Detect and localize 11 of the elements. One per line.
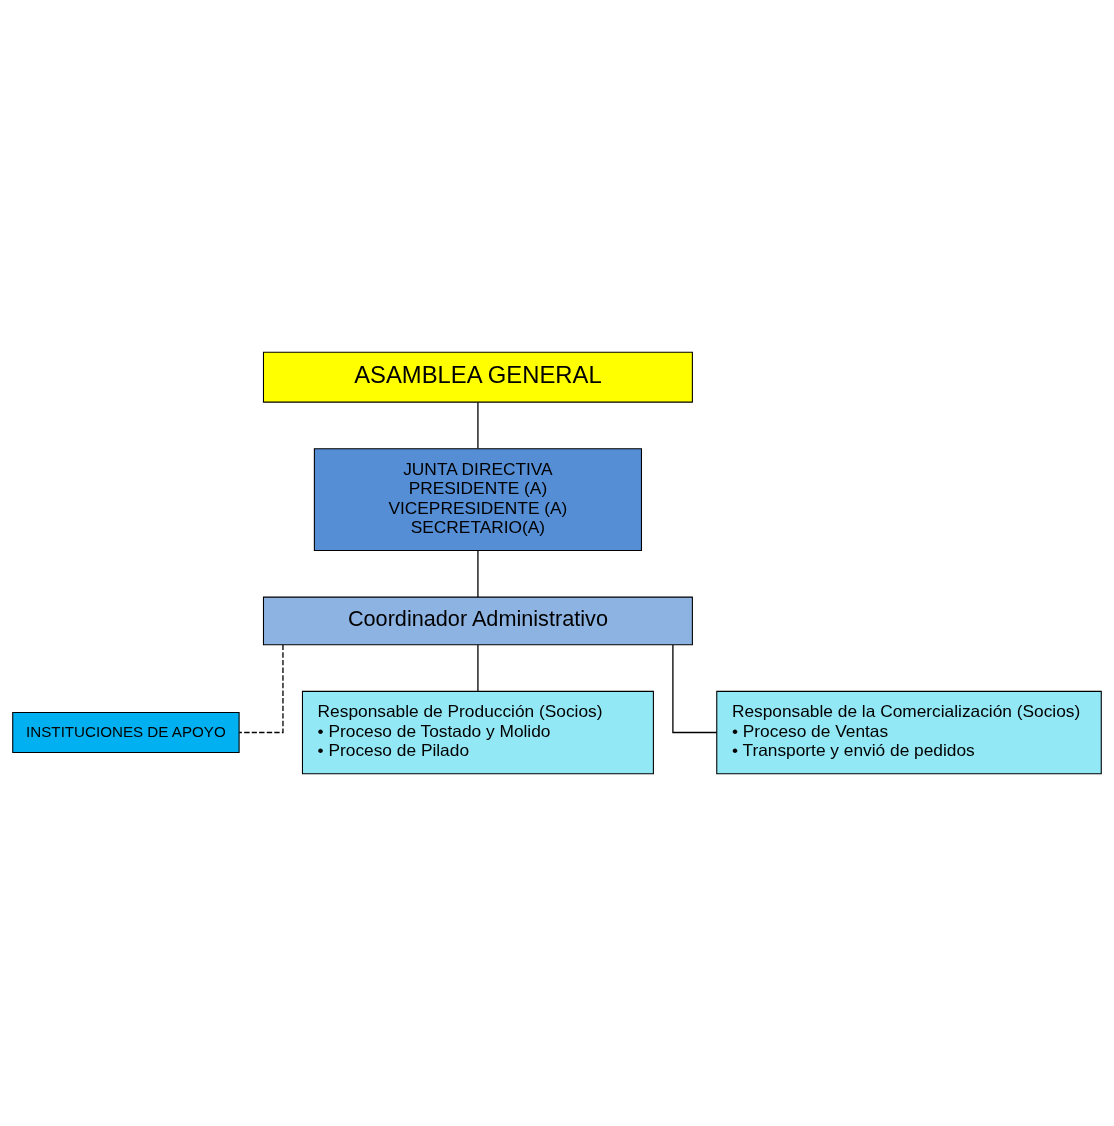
connector (238, 644, 284, 734)
node-box: Responsable de la Comercialización (Socios) • Proceso de Ventas • Transporte y envió de pedidos (716, 690, 1102, 775)
connector (477, 550, 479, 598)
node-box: Coordinador Administrativo (262, 596, 693, 646)
connector (477, 644, 479, 692)
node-box: ASAMBLEA GENERAL (262, 351, 693, 403)
node-box: JUNTA DIRECTIVA PRESIDENTE (A) VICEPRESIDENTE (A) SECRETARIO(A) (313, 448, 642, 552)
connector (477, 401, 479, 449)
node-box: Responsable de Producción (Socios) • Proceso de Tostado y Molido • Proceso de Pilado (301, 690, 654, 775)
connector (672, 644, 718, 734)
node-box: INSTITUCIONES DE APOYO (12, 711, 240, 754)
